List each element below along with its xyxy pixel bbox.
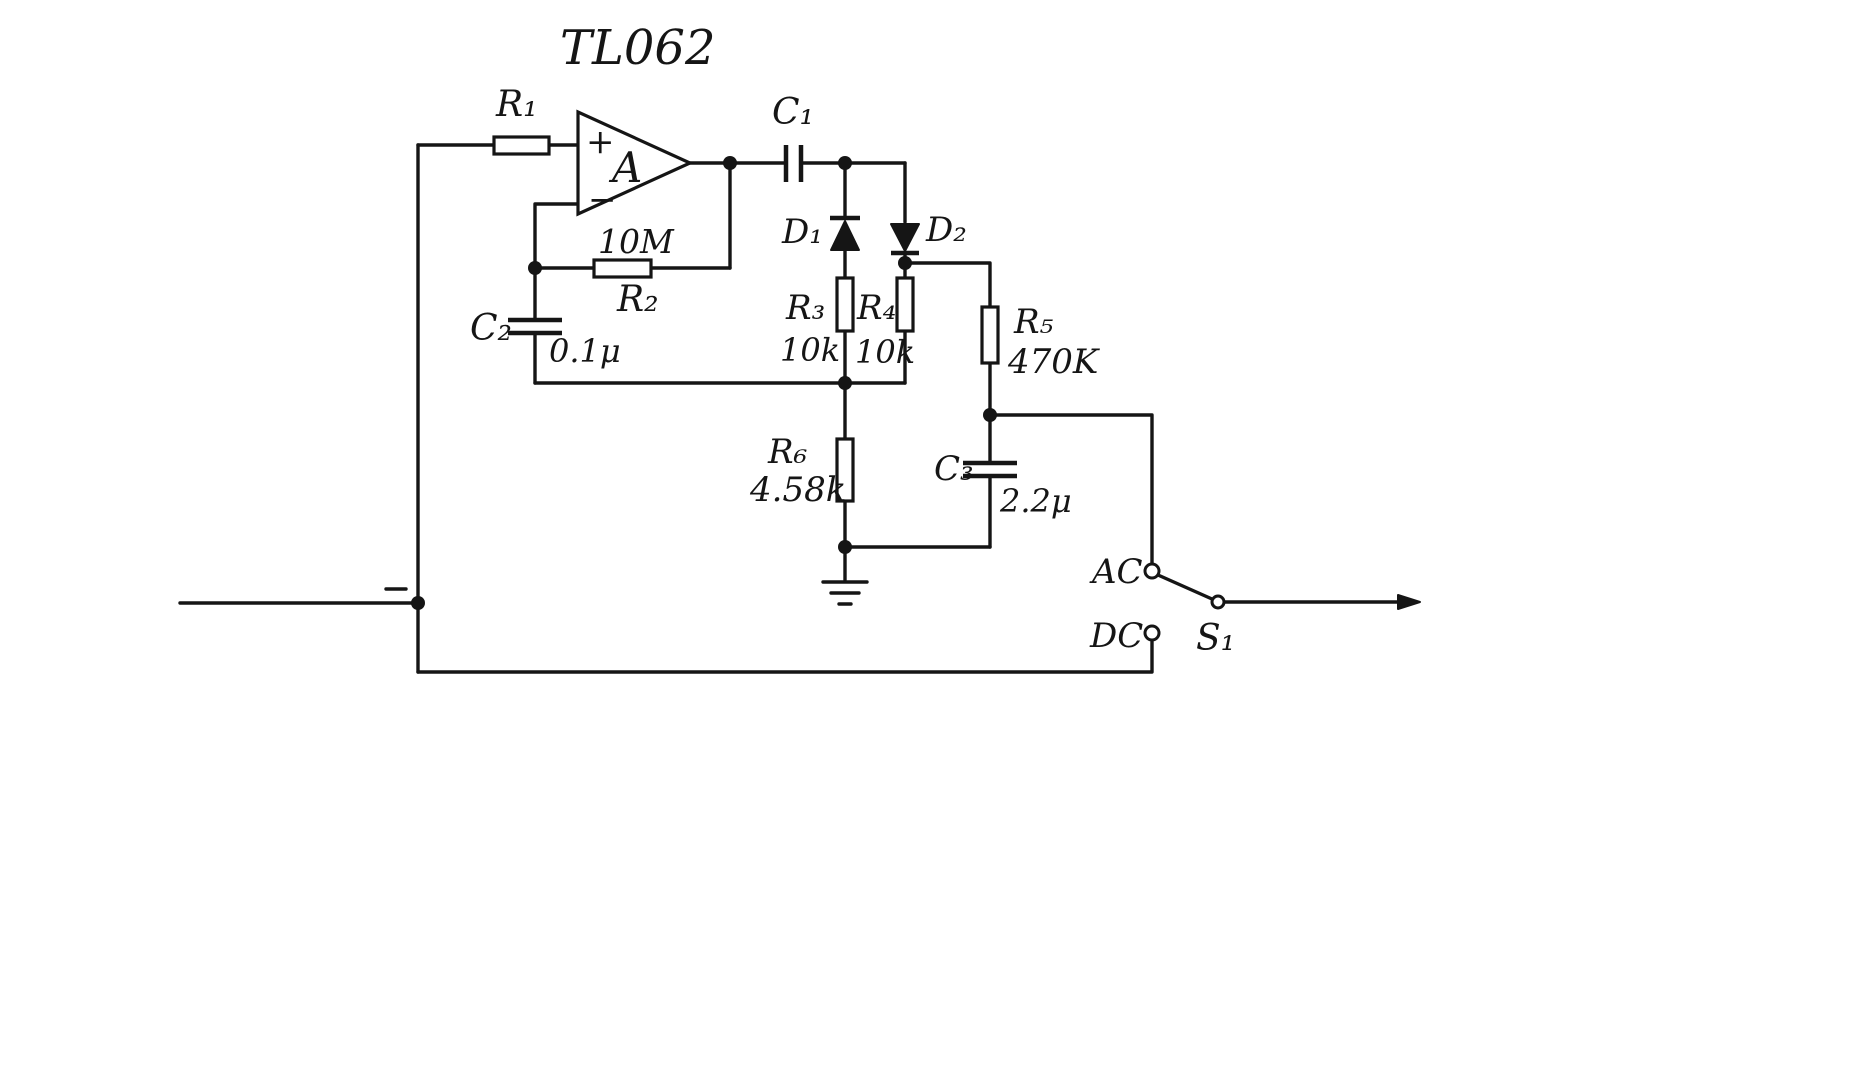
switch-pivot	[1210, 594, 1226, 610]
node-output	[723, 156, 737, 170]
resistor-r6	[835, 437, 855, 503]
label-c3: C₃	[934, 449, 974, 489]
label-r3: R₃	[785, 288, 825, 328]
diode-d2-triangle	[890, 223, 920, 252]
resistor-r4	[895, 276, 915, 333]
capacitors	[508, 145, 1017, 479]
label-r2: R₂	[616, 279, 659, 320]
wire-bottom-rail	[416, 640, 1154, 674]
node-r3-r6	[838, 376, 852, 390]
resistor-r5	[980, 305, 1000, 365]
node-inverting	[528, 261, 542, 275]
node-r5-c3	[983, 408, 997, 422]
wire-inverting-input	[533, 202, 580, 270]
label-s1: S₁	[1196, 618, 1235, 659]
value-r2: 10M	[598, 222, 675, 261]
opamp-minus-input: −	[588, 180, 617, 220]
junction-dots	[411, 156, 997, 610]
wires	[178, 143, 1421, 674]
diode-d1-triangle	[830, 220, 860, 251]
arrowhead-right	[1397, 594, 1421, 610]
opamp-triangle	[576, 109, 694, 217]
wire-to-ac	[988, 413, 1154, 565]
label-c1: C₁	[772, 92, 814, 133]
switch-contact-dc	[1143, 624, 1161, 642]
value-r6: 4.58k	[749, 470, 846, 510]
opamp-plus-input: +	[586, 122, 615, 162]
node-d2-bottom	[898, 256, 912, 270]
switch-contact-ac	[1143, 562, 1161, 580]
value-r3: 10k	[780, 331, 840, 369]
component-labels: R₁ C₁ 10M R₂ C₂ 0.1μ D₁ D₂ R₃ 10k R₄ 10k…	[470, 84, 1235, 659]
resistor-r3	[835, 276, 855, 333]
ground-symbol	[821, 580, 869, 606]
switch-lever	[1156, 573, 1214, 601]
value-r5: 470K	[1007, 342, 1101, 382]
resistor-r1	[492, 135, 551, 156]
opamp-symbol: + − A TL062	[560, 20, 716, 220]
label-d1: D₁	[781, 212, 823, 252]
opamp-part-number: TL062	[560, 20, 716, 76]
label-ac: AC	[1089, 552, 1143, 592]
node-ground	[838, 540, 852, 554]
label-c2: C₂	[470, 308, 512, 349]
node-d1-top	[838, 156, 852, 170]
wire-to-r5	[903, 261, 992, 309]
label-d2: D₂	[925, 210, 967, 250]
label-r5: R₅	[1013, 302, 1054, 342]
label-r4: R₄	[856, 288, 896, 328]
value-c3: 2.2μ	[999, 482, 1072, 520]
node-input	[411, 596, 425, 610]
value-r4: 10k	[855, 333, 915, 371]
label-r1: R₁	[495, 84, 538, 125]
label-dc: DC	[1089, 616, 1143, 656]
resistor-r2	[592, 258, 653, 279]
value-c2: 0.1μ	[549, 332, 621, 370]
resistors	[492, 135, 1000, 503]
diodes	[830, 215, 920, 256]
opamp-label: A	[608, 143, 642, 192]
switch-s1	[1143, 562, 1226, 642]
label-r6: R₆	[767, 432, 807, 472]
